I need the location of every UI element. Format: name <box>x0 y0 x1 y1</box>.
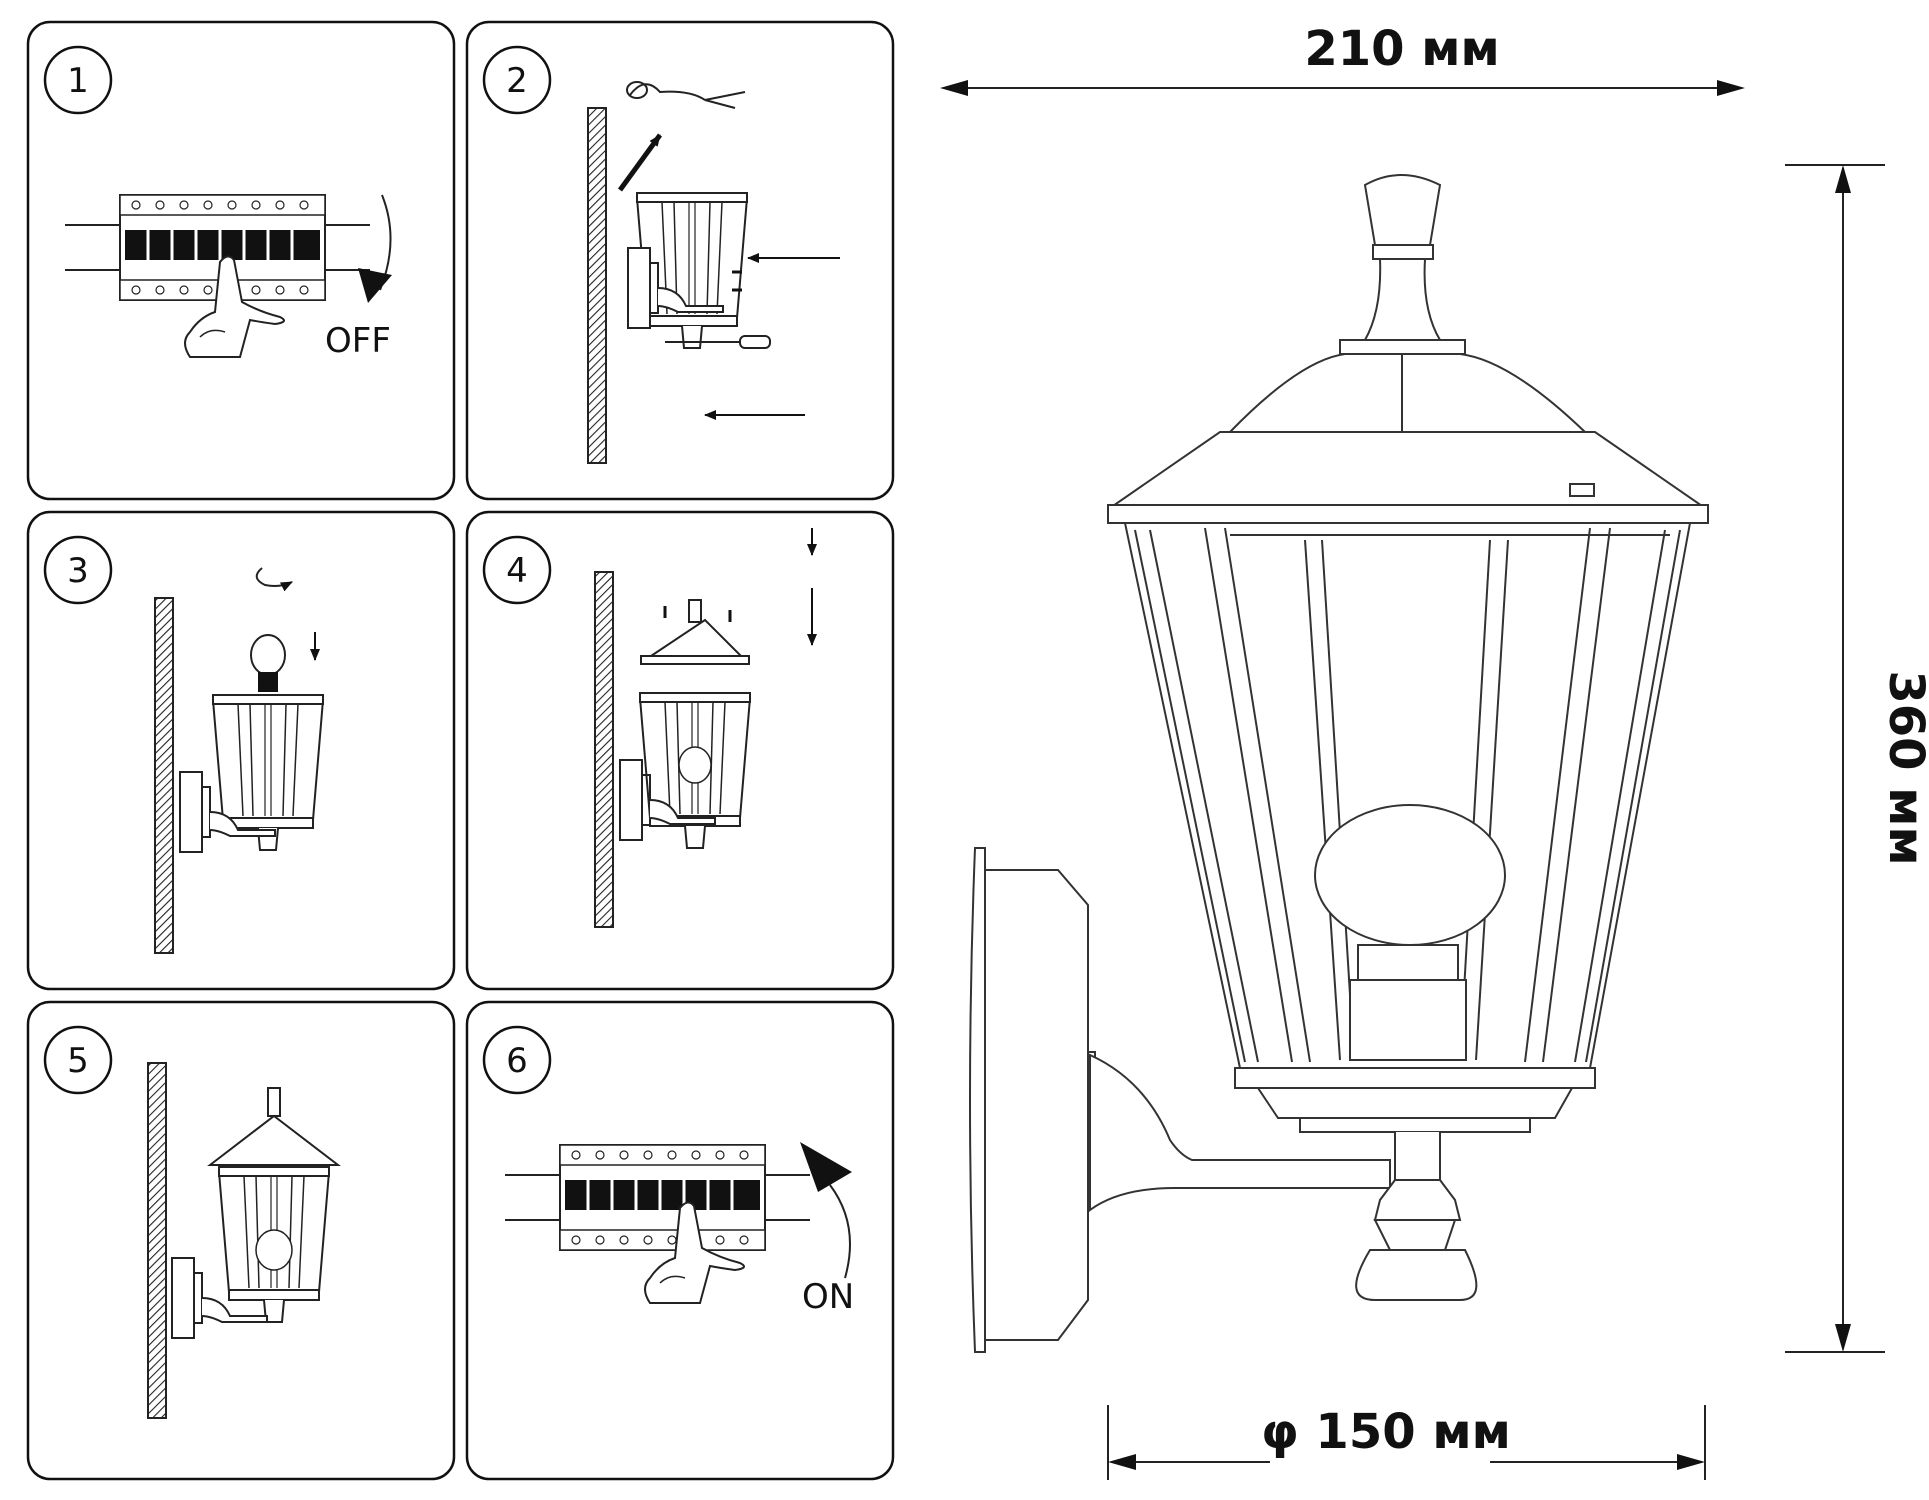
width-dimension: 210 мм <box>940 21 1745 96</box>
bulb-icon <box>1314 804 1506 946</box>
wall <box>154 597 174 954</box>
off-label: OFF <box>325 321 391 361</box>
diameter-label: φ 150 мм <box>1261 1404 1511 1460</box>
width-label: 210 мм <box>1304 21 1499 77</box>
step-1-number: 1 <box>67 61 89 101</box>
height-label: 360 мм <box>1878 670 1929 865</box>
step-1-panel: 1 OFF <box>26 20 456 501</box>
step-4-panel: 4 <box>465 510 895 991</box>
height-dimension: 360 мм <box>1785 164 1929 1353</box>
step-5-number: 5 <box>67 1041 89 1081</box>
step-2-panel: 2 <box>465 20 895 501</box>
step-4-number: 4 <box>506 551 528 591</box>
step-5-panel: 5 <box>26 1000 456 1481</box>
step-3-panel: 3 <box>26 510 456 991</box>
lantern-drawing <box>969 174 1709 1353</box>
wall <box>147 1062 167 1419</box>
on-label: ON <box>802 1277 854 1317</box>
step-6-number: 6 <box>506 1041 528 1081</box>
wall <box>587 107 607 464</box>
step-2-number: 2 <box>506 61 528 101</box>
step-3-number: 3 <box>67 551 89 591</box>
diameter-dimension: φ 150 мм <box>1107 1404 1706 1480</box>
step-6-panel: 6 ON <box>465 1000 895 1481</box>
bulb-icon <box>250 634 286 676</box>
wall <box>594 571 614 928</box>
